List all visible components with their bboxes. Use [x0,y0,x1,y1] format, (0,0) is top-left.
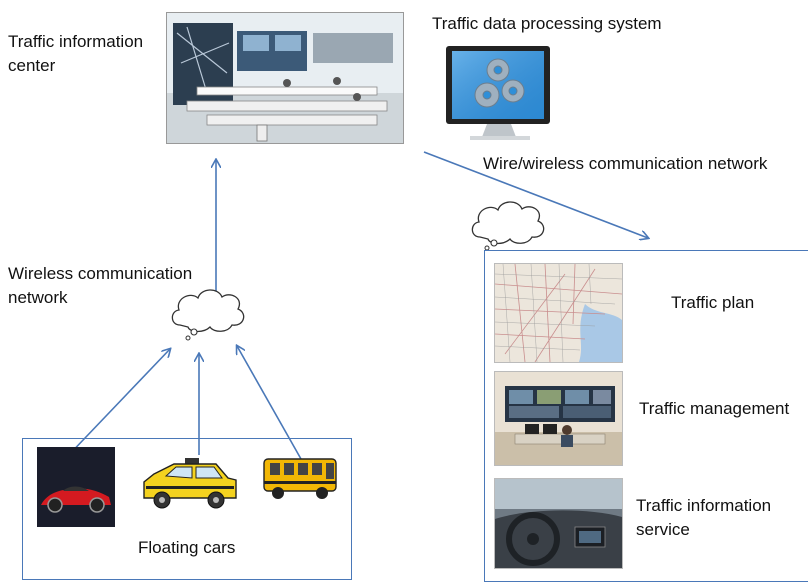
traffic-info-service-label: Traffic information service [636,496,772,539]
wireless-network-label: Wireless communication network [8,264,193,307]
sports-car-image [37,447,115,527]
arrow-car1-to-cloud [63,349,170,461]
wire-network-label: Wire/wireless communication network [483,154,768,173]
info-center-image [166,12,404,144]
floating-cars-label: Floating cars [138,538,236,557]
arrow-center-to-services [423,151,648,238]
cloud-icon-wire-network [471,201,545,250]
arrow-bus-to-cloud [237,346,302,460]
traffic-management-room-image [494,371,623,466]
traffic-plan-map-image [494,263,623,363]
traffic-plan-label: Traffic plan [671,293,755,312]
cloud-icon-wireless-network [171,289,245,341]
processing-system-label: Traffic data processing system [432,14,662,33]
info-center-label: Traffic information center [8,32,144,75]
taxi-icon [140,458,240,514]
traffic-management-label: Traffic management [639,399,790,418]
school-bus-icon [262,455,340,501]
in-car-navigation-image [494,478,623,569]
control-room-illustration [167,13,403,143]
